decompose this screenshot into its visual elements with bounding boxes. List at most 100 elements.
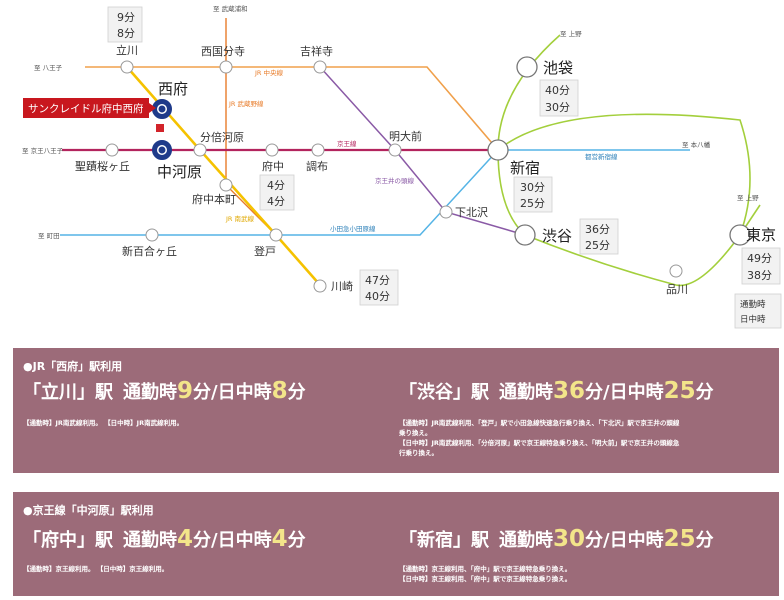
time-fuchu-commute: 4分	[267, 179, 285, 192]
route-tachikawa: 「立川」駅通勤時9分/日中時8分	[23, 380, 306, 404]
note-line: 【通勤時】京王線利用。 【日中時】京王線利用。	[23, 565, 169, 573]
time-box-shibuya: 36分 25分	[579, 218, 619, 255]
station-node-kawasaki	[313, 279, 327, 293]
route-label-commute: 通勤時	[123, 382, 177, 403]
time-box-tokyo: 49分 38分	[741, 247, 781, 285]
station-shinyurigaoka: 新百合ヶ丘	[122, 244, 177, 258]
station-node-nishikokubunji	[219, 60, 233, 74]
route-day-time: 4	[271, 526, 288, 552]
route-label-day: 日中時	[609, 530, 664, 551]
station-node-ikebukuro	[516, 56, 538, 78]
panel2-title: ●京王線「中河原」駅利用	[23, 504, 154, 517]
odakyu-line	[60, 149, 499, 236]
station-node-bubaigawara	[193, 143, 207, 157]
note-line: 【通勤時】京王線利用、「府中」駅で京王線特急乗り換え。	[399, 565, 572, 573]
route-label-commute: 通勤時	[123, 530, 177, 551]
time-box-tachikawa: 9分 8分	[107, 6, 143, 43]
label-shinjuku-subway: 都営新宿線	[585, 152, 618, 161]
route-label-day: 日中時	[217, 530, 272, 551]
time-box-fuchu: 4分 4分	[259, 174, 295, 211]
time-ikebukuro-commute: 40分	[545, 84, 570, 97]
station-fuchuhonmachi: 府中本町	[192, 192, 236, 206]
time-fuchu-day: 4分	[267, 195, 285, 208]
station-node-seisekisakuragaoka	[105, 143, 119, 157]
route-note-tachikawa: 【通勤時】JR南武線利用。 【日中時】JR南武線利用。	[23, 418, 183, 428]
route-note-shibuya: 【通勤時】JR南武線利用、「登戸」駅で小田急線快速急行乗り換え、「下北沢」駅で京…	[399, 418, 679, 458]
station-kichijoji: 吉祥寺	[300, 44, 333, 58]
panel-keio-nakagawara: ●京王線「中河原」駅利用 「府中」駅通勤時4分/日中時4分 【通勤時】京王線利用…	[13, 492, 779, 596]
inokashira-line	[319, 66, 526, 236]
time-tokyo-day: 38分	[747, 269, 772, 282]
time-shibuya-commute: 36分	[585, 223, 610, 236]
route-unit: 分/	[585, 530, 610, 551]
dest-musashiurawa: 至 武蔵浦和	[213, 4, 248, 13]
route-station: 「新宿」駅	[399, 530, 489, 551]
time-legend: 通勤時 日中時	[734, 293, 782, 329]
station-node-fuchu	[265, 143, 279, 157]
time-kawasaki-day: 40分	[365, 290, 390, 303]
note-line: 【通勤時】JR南武線利用。 【日中時】JR南武線利用。	[23, 419, 184, 427]
route-label-day: 日中時	[609, 382, 664, 403]
route-unit: 分	[695, 382, 714, 403]
dest-hachioji: 至 八王子	[34, 64, 63, 72]
property-label: サンクレイドル府中西府	[28, 102, 144, 115]
panel-jr-nishifu: ●JR「西府」駅利用 「立川」駅通勤時9分/日中時8分 【通勤時】JR南武線利用…	[13, 348, 779, 473]
station-node-meidaimae	[388, 143, 402, 157]
route-label-commute: 通勤時	[499, 530, 553, 551]
time-tokyo-commute: 49分	[747, 252, 772, 265]
property-label-pointer	[149, 103, 156, 113]
route-unit: 分/	[193, 382, 218, 403]
route-station: 「渋谷」駅	[399, 382, 489, 403]
route-label-day: 日中時	[217, 382, 272, 403]
station-node-noborito	[269, 228, 283, 242]
route-day-time: 8	[271, 378, 288, 404]
route-unit: 分	[695, 530, 714, 551]
dest-ueno-2: 至 上野	[737, 193, 759, 202]
label-keio-line: 京王線	[337, 139, 357, 148]
time-box-ikebukuro: 40分 30分	[539, 79, 579, 117]
property-label-box	[23, 98, 149, 118]
station-node-kichijoji	[313, 60, 327, 74]
station-node-chofu	[311, 143, 325, 157]
note-line: 行乗り換え。	[399, 449, 438, 457]
property-marker	[156, 124, 164, 132]
route-unit: 分/	[193, 530, 218, 551]
station-tokyo: 東京	[746, 226, 776, 244]
station-node-tokyo	[729, 224, 751, 246]
time-box-shinjuku: 30分 25分	[513, 176, 553, 213]
route-commute-time: 9	[177, 378, 194, 404]
station-node-shimokitazawa	[439, 205, 453, 219]
route-note-shinjuku: 【通勤時】京王線利用、「府中」駅で京王線特急乗り換え。 【日中時】京王線利用、「…	[399, 564, 571, 584]
route-map: 至 武蔵浦和 至 八王子 至 上野 至 京王八王子 至 本八幡 至 町田 至 上…	[22, 4, 782, 329]
route-unit: 分	[287, 382, 306, 403]
station-nakagawara: 中河原	[157, 163, 202, 181]
route-commute-time: 36	[553, 378, 586, 404]
route-unit: 分	[287, 530, 306, 551]
route-label-commute: 通勤時	[499, 382, 553, 403]
time-shibuya-day: 25分	[585, 239, 610, 252]
station-shinjuku: 新宿	[510, 159, 540, 177]
dest-ueno-1: 至 上野	[560, 29, 582, 38]
station-seisekisakuragaoka: 聖蹟桜ヶ丘	[75, 159, 130, 173]
station-node-fuchuhonmachi	[219, 178, 233, 192]
note-line: 【日中時】JR南武線利用、「分倍河原」駅で京王線特急乗り換え、「明大前」駅で京王…	[399, 439, 680, 447]
time-shinjuku-commute: 30分	[520, 181, 545, 194]
route-note-fuchu: 【通勤時】京王線利用。 【日中時】京王線利用。	[23, 564, 168, 574]
station-tachikawa: 立川	[116, 43, 138, 57]
route-station: 「府中」駅	[23, 530, 113, 551]
route-commute-time: 30	[553, 526, 586, 552]
station-node-tachikawa	[120, 60, 134, 74]
station-node-shibuya	[514, 224, 536, 246]
legend-commute: 通勤時	[740, 299, 766, 310]
time-box-kawasaki: 47分 40分	[359, 269, 399, 306]
station-node-nishifu-core	[158, 105, 166, 113]
station-shinagawa: 品川	[666, 283, 688, 296]
station-bubaigawara: 分倍河原	[200, 130, 244, 144]
time-tachikawa-commute: 9分	[117, 11, 135, 24]
time-tachikawa-day: 8分	[117, 27, 135, 40]
station-ikebukuro: 池袋	[543, 59, 573, 77]
station-nishifu: 西府	[158, 80, 188, 98]
panel1-title: ●JR「西府」駅利用	[23, 360, 123, 373]
station-chofu: 調布	[306, 159, 328, 173]
route-shibuya: 「渋谷」駅通勤時36分/日中時25分	[399, 380, 714, 404]
